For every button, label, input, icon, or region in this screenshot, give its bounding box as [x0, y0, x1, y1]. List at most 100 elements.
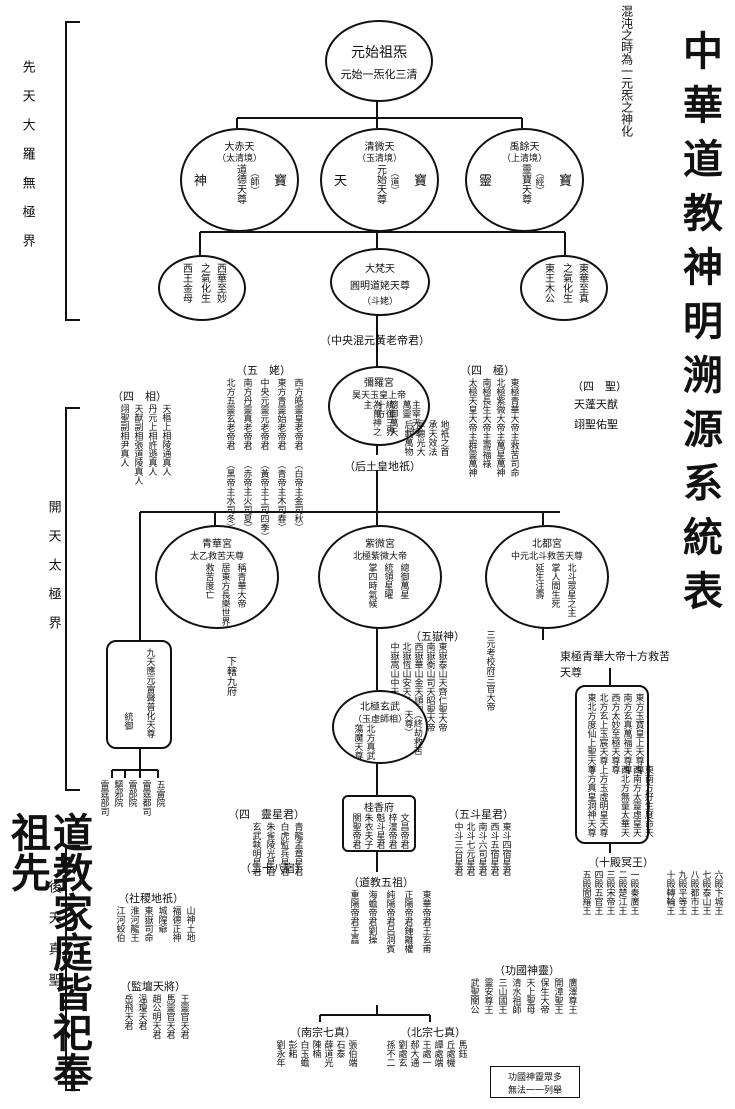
- tianjiang-label: （監壇天將）: [120, 980, 186, 993]
- shiwang-item: 三殿宋帝王: [604, 870, 615, 915]
- wenchang-item: 魁斗星君: [374, 813, 385, 849]
- dongji-right: 東極青華大帝十方救苦天尊: [560, 650, 670, 679]
- shiwang-item: 九殿平等王: [676, 870, 687, 915]
- gongguo-label: （功國神靈）: [494, 964, 560, 977]
- sanqing-name: 靈寶天尊: [519, 164, 531, 204]
- siji-item: 太極天皇大帝主群靈萬神: [466, 378, 477, 477]
- wuzu-item: 海蟾帝君劉操: [366, 890, 377, 944]
- xuanwu-desc: 蕩魔天尊: [352, 724, 363, 760]
- qinghua-name: 太乙救苦天尊: [189, 552, 244, 562]
- shiwang-item: 十殿轉輪王: [664, 870, 675, 915]
- tianjiang-item: 王靈官天君: [178, 994, 189, 1039]
- beidou-circle: 北都宮 中元北斗救苦天尊 北斗眾星之主 掌人間生死 延生注壽: [485, 525, 609, 629]
- wenchang-title: 桂香府: [364, 803, 394, 814]
- wenchang-item: 朱衣夫子: [362, 813, 373, 849]
- shifang-item: 東北方度仙上聖天尊: [585, 693, 596, 774]
- wulao-sub: （赤帝主火司夏）: [241, 460, 252, 532]
- wuzu-item: 重陽帝君王嚞: [348, 890, 359, 944]
- doumu-name: 圓明道姥天尊: [350, 281, 410, 292]
- sixiang-item: 翊聖副相尹真人: [118, 404, 129, 467]
- sixiu-item: 白虎監兵星君: [278, 822, 289, 876]
- wudou-item: 北斗七元星君: [464, 822, 475, 876]
- doumu-title: 大梵天: [365, 264, 395, 275]
- wulao-sub: （黃帝主土司四季）: [258, 460, 269, 541]
- wulao-sub: （白帝主金司秋）: [292, 460, 303, 532]
- nanzong-item: 張伯端: [346, 1040, 357, 1067]
- sheji-item: 江河蛟伯: [114, 906, 125, 942]
- shiwang-label: （十殿冥王）: [588, 856, 654, 869]
- beidou-title: 北都宮: [532, 539, 562, 550]
- shiwang-item: 二殿楚江王: [616, 870, 627, 915]
- doumu-alias: （斗姥）: [361, 297, 398, 307]
- yuanshi-line2: 元始一炁化三清: [340, 68, 418, 81]
- jiutian-name: 九天應元雷聲普化天尊: [144, 648, 155, 738]
- shiwang-item: 八殿都市王: [688, 870, 699, 915]
- shifang-item: 南方玄真萬福天尊: [621, 693, 632, 765]
- wuyue-item: 南嶽衡山司天昭聖大帝: [424, 642, 435, 732]
- leibu-item: 五雷院: [154, 780, 165, 807]
- wudou-item: 南斗六司星君: [476, 822, 487, 876]
- tianjiang-item: 趙公明天君: [150, 994, 161, 1039]
- qinghua-title: 青華宮: [202, 539, 232, 550]
- sisheng-item: 天蓬: [574, 398, 596, 411]
- wenchang-item: 關聖帝君: [350, 813, 361, 849]
- wulao-sub: （青帝主木司春）: [275, 460, 286, 532]
- qinghua-desc: 稱青華大帝: [235, 563, 246, 608]
- nanzong-item: 彭耜: [286, 1040, 297, 1058]
- hunyuan-label: （中央混元黃老帝君）: [320, 334, 430, 347]
- wuyue-item: 中嶽嵩山中天崇聖大帝: [388, 642, 399, 732]
- milo-name: 昊天玉皇上帝: [351, 391, 406, 401]
- wulao-sub: （黑帝主水司冬）: [224, 460, 235, 532]
- leibu-item: 雷霆都司: [140, 780, 151, 816]
- houtu-desc: 厚德光大: [414, 420, 425, 456]
- wuyue-item: 東嶽泰山天齊仁聖大帝: [436, 642, 447, 732]
- wenchang-item: 文昌帝君: [398, 813, 409, 849]
- sanqing-alias: （經）: [533, 168, 544, 195]
- wuyue-item: 西嶽華山金天順聖大帝: [412, 642, 423, 732]
- qinghua-desc: 居東方長樂世界: [219, 563, 230, 626]
- shifang-item: 北方玄上玉宸天尊: [597, 693, 608, 765]
- sanqing-alias: （道）: [388, 168, 399, 195]
- sanqing-realm: （太清境）: [216, 154, 262, 164]
- nanzong-item: 薛道光: [322, 1040, 333, 1067]
- milo-desc: 統御三界十方: [374, 400, 394, 436]
- sisheng-label: （四 聖）: [572, 380, 627, 393]
- ziwei-desc: 總御萬星: [398, 563, 409, 599]
- beidou-desc: 北斗眾星之主: [565, 563, 576, 617]
- shiwang-item: 七殿泰山王: [700, 870, 711, 915]
- wulao-item: 中央元靈元老帝君: [258, 378, 269, 450]
- wudou-item: 中斗三台星君: [452, 822, 463, 876]
- siji-item: 南極長生大帝主壽福祿: [480, 378, 491, 468]
- beidou-desc: 掌人間生死: [549, 563, 560, 608]
- sixiang-label: （四 相）: [112, 390, 167, 403]
- dongwanggong-circle: 東華至真 之氣化生 東王木公: [520, 255, 608, 321]
- wenchang-box: 桂香府 文昌帝君 梓潼帝君 魁斗星君 朱衣夫子 關聖帝君: [342, 795, 416, 852]
- leibu-item: 驅邪院: [112, 780, 123, 807]
- xiwangmu-circle: 西華至妙 之氣化生 西王金母: [158, 255, 246, 321]
- wuzu-item: 純陽帝君呂洞賓: [384, 890, 395, 953]
- wudou-item: 西斗五宿星君: [488, 822, 499, 876]
- milo-circle: 彌羅宮 昊天玉皇上帝 主宰天地萬靈 總御萬天 統御三界十方 為萬神之主: [328, 366, 430, 446]
- sixiu-item: 朱雀陵光星君: [264, 822, 275, 876]
- wulao-item: 南方丹靈真老帝君: [241, 378, 252, 450]
- beizong-item: 王處一: [420, 1040, 431, 1067]
- xiwangmu-c: 西王金母: [180, 263, 192, 303]
- milo-desc: 主宰天地萬靈: [400, 400, 420, 436]
- yuanshi-line1: 元始祖炁: [351, 45, 407, 61]
- xiwangmu-a: 西華至妙: [214, 263, 226, 303]
- beizong-item: 譚處端: [432, 1040, 443, 1067]
- sheji-item: 城隍爺: [156, 906, 167, 933]
- intro-text: 混沌之時為一元炁之神化: [619, 5, 634, 137]
- sheji-item: 福德正神: [170, 906, 181, 942]
- leibu-item: 雷部院: [126, 780, 137, 807]
- shifang-item: 西南方太靈虛皇天尊: [621, 765, 641, 837]
- shifang-box: 東方玉寶皇上天尊 南方玄真萬福天尊 西方太妙至極天尊 北方玄上玉宸天尊 東北方度…: [575, 685, 653, 844]
- beizong-item: 馬鈺: [456, 1040, 467, 1058]
- leibu-item: 雷霆部司: [98, 780, 109, 816]
- sixiang-item: 天樞上相陵通真人: [160, 404, 171, 476]
- nanzong-label: （南宗七真）: [290, 1026, 356, 1039]
- sanqing-realm: （上清境）: [501, 154, 547, 164]
- sheji-item: 山神土地: [184, 906, 195, 942]
- gongguo-item: 靈安尊王: [482, 978, 493, 1014]
